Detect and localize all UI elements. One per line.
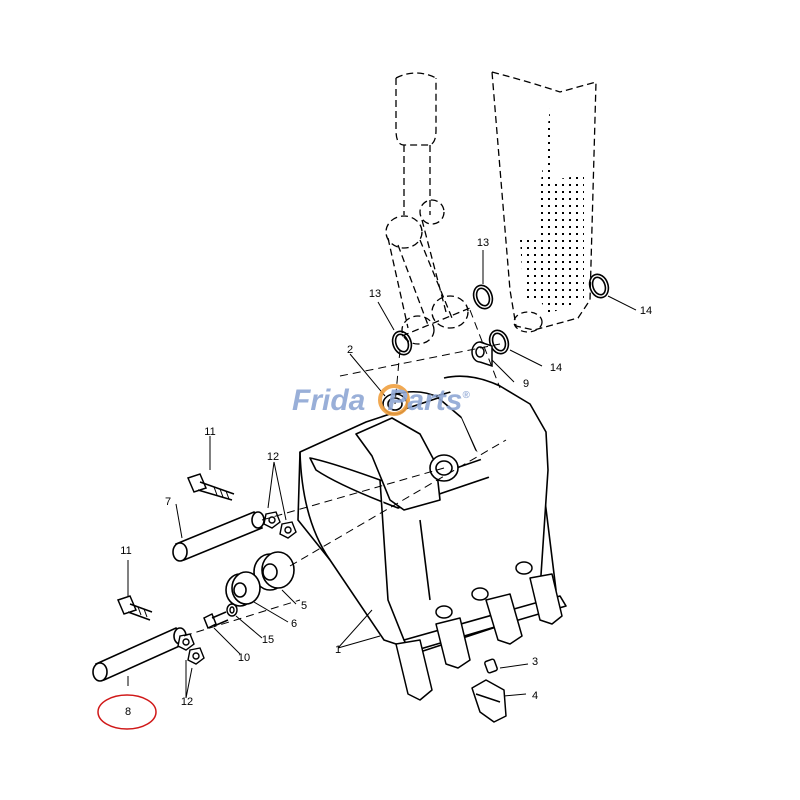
watermark-text-1: Frida [292,384,365,417]
callout-14-right: 14 [640,305,652,317]
callout-10: 10 [238,652,250,664]
callout-5: 5 [301,600,307,612]
callout-7: 7 [165,496,171,508]
callout-14-left: 14 [550,362,562,374]
callout-13-right: 13 [477,237,489,249]
bucket-tooth-4 [471,679,507,723]
callout-2: 2 [347,344,353,356]
callout-4: 4 [532,690,538,702]
nuts-12-lower [177,633,205,665]
callout-12-lower: 12 [181,696,193,708]
seal-14-right [588,273,610,299]
watermark-reg: ® [462,390,470,401]
bolt-11-upper [186,473,235,501]
callouts: 1 2 3 4 5 6 7 8 9 10 11 11 12 12 13 13 1… [120,237,652,718]
o-ring-13-upper [472,284,494,310]
nuts-12-upper [263,511,297,539]
bolt-10 [203,611,229,630]
boom-arm [491,71,597,333]
watermark-text-2: Parts [387,384,462,417]
callout-15: 15 [262,634,274,646]
arm-cylinder-and-link [385,72,471,345]
callout-13-left: 13 [369,288,381,300]
o-ring-13-lower [391,330,413,356]
bucket-pin-8 [92,626,187,682]
callout-3: 3 [532,656,538,668]
bucket [297,375,567,653]
callout-8: 8 [125,706,131,718]
bushing-9 [471,341,493,368]
highlight-circle-8 [97,694,157,730]
spacer-5 [253,551,295,591]
teeth-row [395,561,563,701]
callout-11-lower: 11 [120,545,131,557]
bucket-pin-7 [172,510,265,562]
washer-15 [226,603,238,617]
watermark-logo: Frida Parts® [292,384,470,417]
assembly-centerlines [183,309,507,637]
lock-plate-6 [225,571,261,607]
callout-9: 9 [523,378,529,390]
callout-6: 6 [291,618,297,630]
tooth-pin-3 [484,658,498,674]
bolt-11-lower [116,595,153,621]
callout-1: 1 [335,644,341,656]
callout-11-upper: 11 [204,426,215,438]
callout-12-upper: 12 [267,451,279,463]
leader-lines [127,250,637,699]
